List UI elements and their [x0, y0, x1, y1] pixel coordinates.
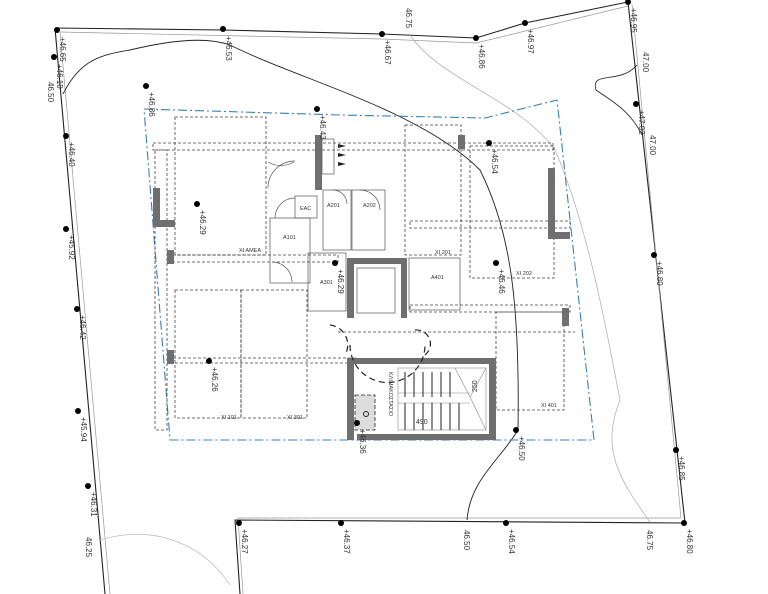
- level-label: +46.42: [78, 315, 87, 340]
- level-label: +46.29: [336, 269, 345, 294]
- plot-boundary-offset: [59, 3, 682, 594]
- contour-label: 46.50: [46, 82, 55, 103]
- room-label: A101: [283, 235, 296, 241]
- level-label: +46.80: [685, 529, 694, 554]
- setback-line: [143, 99, 595, 441]
- room-label: XI 201: [435, 250, 451, 256]
- contour-label: 46.75: [404, 8, 413, 29]
- level-label: +46.54: [507, 529, 516, 554]
- room-label: A401: [431, 275, 444, 281]
- level-label: +46.26: [210, 367, 219, 392]
- level-label: +46.54: [490, 149, 499, 174]
- room-label: EAC: [300, 206, 311, 212]
- contour-label: 46.25: [84, 537, 93, 558]
- plot-boundary: [54, 1, 686, 594]
- level-label: +46.85: [677, 456, 686, 481]
- level-label: +46.65: [58, 37, 67, 62]
- room-label: A301: [320, 280, 333, 286]
- level-label: +46.86: [477, 44, 486, 69]
- room-label: A201: [327, 203, 340, 209]
- level-label: +47.02: [637, 110, 646, 135]
- level-label: +46.29: [198, 210, 207, 235]
- dimension-label: 250: [472, 380, 479, 392]
- room-labels: EAC A201 A202 A101 XI AMEA A301 A401 XI …: [221, 203, 557, 426]
- survey-points: [51, 0, 687, 526]
- level-label: +46.80: [655, 261, 664, 286]
- building-outline: [152, 116, 571, 431]
- room-label: A202: [363, 203, 376, 209]
- room-label: XI AMEA: [239, 248, 261, 254]
- level-label: +46.97: [526, 29, 535, 54]
- level-label: +46.43: [318, 115, 327, 140]
- level-label: +46.46: [497, 269, 506, 294]
- interior-rooms: [267, 138, 575, 431]
- level-label: +45.94: [79, 417, 88, 442]
- level-label: +46.10: [55, 64, 64, 89]
- room-label: XI 301: [287, 415, 303, 421]
- contour-label: 47.00: [641, 52, 650, 73]
- level-label: +46.40: [67, 142, 76, 167]
- level-label: +46.27: [240, 529, 249, 554]
- level-label: +46.36: [358, 429, 367, 454]
- level-label: +46.31: [89, 492, 98, 517]
- room-label: XI 101: [221, 415, 237, 421]
- level-label: +45.92: [67, 235, 76, 260]
- level-label: +46.37: [342, 529, 351, 554]
- level-label: +46.53: [224, 36, 233, 61]
- contour-label: 47.00: [648, 135, 657, 156]
- room-label: XI 202: [516, 271, 532, 277]
- room-label: XI 401: [541, 403, 557, 409]
- level-label: +46.86: [147, 92, 156, 117]
- stairs: [397, 367, 487, 431]
- level-label: +46.67: [383, 40, 392, 65]
- dimension-label: 490: [416, 419, 428, 426]
- contour-labels: 46.50 46.75 47.00 47.00 46.25 46.50 46.7…: [46, 8, 657, 558]
- contour-lines: [62, 34, 651, 586]
- level-label: +46.95: [629, 8, 638, 33]
- spot-level-labels: +46.65 +46.10 +46.53 +46.67 +46.86 +46.9…: [55, 8, 694, 554]
- level-label: +46.50: [517, 436, 526, 461]
- contour-label: 46.50: [462, 530, 471, 551]
- walls: [153, 135, 570, 440]
- room-label: ΚΛΙΜΑΚΟΣΤΑΣΙΟ: [387, 372, 393, 417]
- contour-label: 46.75: [645, 530, 654, 551]
